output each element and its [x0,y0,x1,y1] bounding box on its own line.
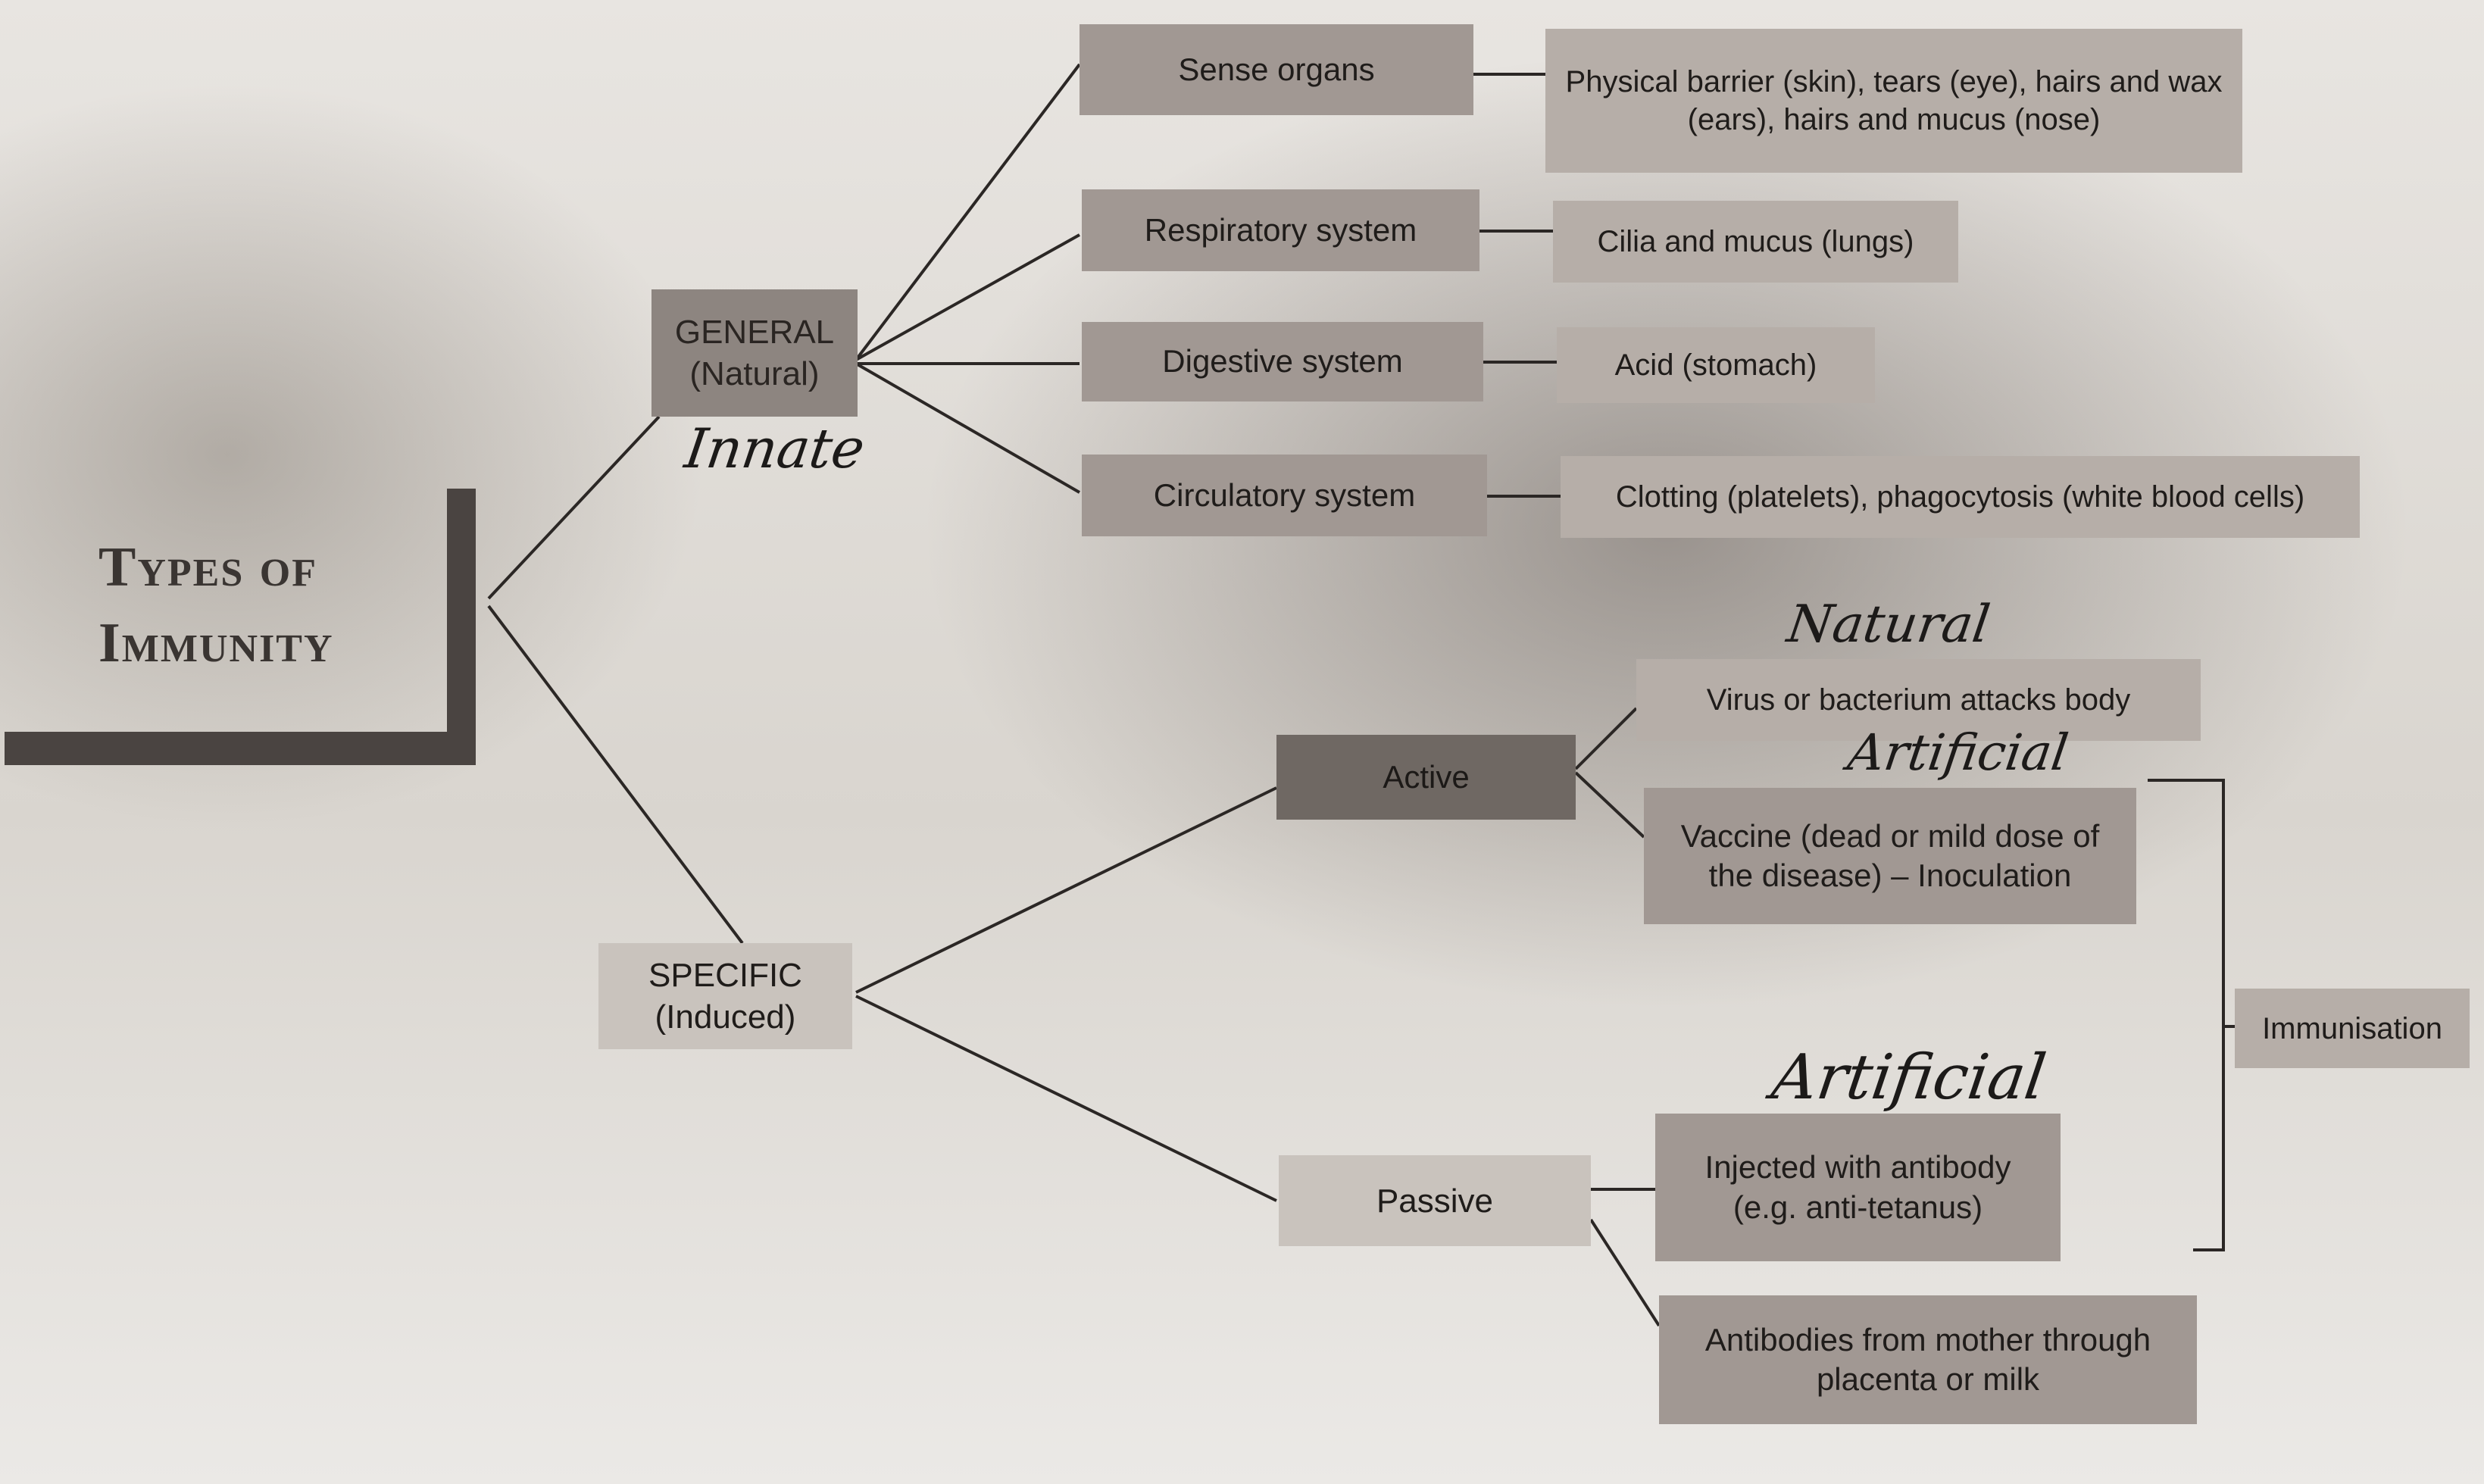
specific-induced-node: SPECIFIC (Induced) [598,943,852,1049]
annotation-artificial-vaccine: Artificial [1844,723,2072,782]
general-natural-node: GENERAL (Natural) [651,289,858,417]
title-bracket-horizontal [5,732,476,765]
active-node: Active [1276,735,1576,820]
link-active-artificial [1574,771,1645,839]
virus-attacks-node: Virus or bacterium attacks body [1636,659,2201,741]
circulatory-system-detail: Clotting (platelets), phagocytosis (whit… [1561,456,2360,538]
digestive-system-detail: Acid (stomach) [1557,327,1875,403]
sense-organs-node: Sense organs [1080,24,1473,115]
link-general-respiratory [855,233,1080,361]
link-general-sense [855,63,1081,361]
annotation-innate: Innate [681,417,869,480]
link-title-general [487,415,661,600]
diagram-title: Types of Immunity [98,536,334,674]
immunisation-node: Immunisation [2235,989,2470,1068]
link-general-circulatory [855,362,1080,494]
link-passive-mother [1589,1218,1661,1327]
passive-node: Passive [1279,1155,1591,1246]
vaccine-node: Vaccine (dead or mild dose of the diseas… [1644,788,2136,924]
immunisation-bracket [2148,779,2225,1251]
link-title-specific [487,605,744,945]
maternal-antibodies-node: Antibodies from mother through placenta … [1659,1295,2197,1424]
digestive-system-node: Digestive system [1082,322,1483,401]
respiratory-system-node: Respiratory system [1082,189,1479,271]
title-bracket-vertical [447,489,476,765]
injected-antibody-node: Injected with antibody (e.g. anti-tetanu… [1655,1114,2061,1261]
link-active-natural [1574,707,1638,770]
sense-organs-detail: Physical barrier (skin), tears (eye), ha… [1545,29,2242,173]
respiratory-system-detail: Cilia and mucus (lungs) [1553,201,1958,283]
link-specific-active [855,786,1277,994]
annotation-artificial-antibody: Artificial [1767,1042,2051,1114]
link-specific-passive [855,995,1277,1202]
annotation-natural: Natural [1783,595,1994,655]
circulatory-system-node: Circulatory system [1082,455,1487,536]
